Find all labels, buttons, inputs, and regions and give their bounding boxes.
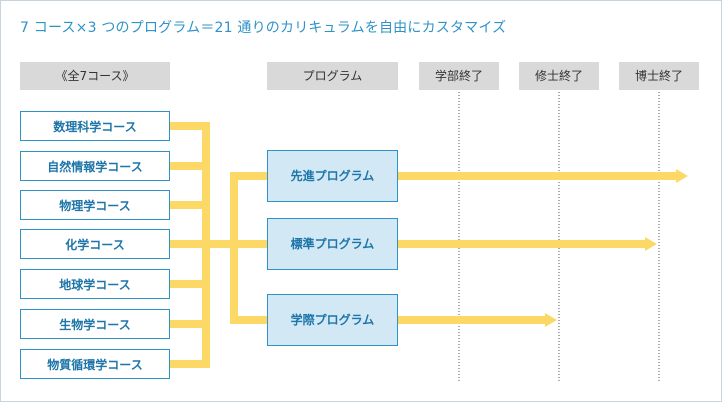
program-box-advanced: 先進プログラム: [267, 150, 398, 202]
arrow-head-standard: [645, 237, 657, 251]
arrow-head-advanced: [676, 169, 688, 183]
program-box-interdisciplinary: 学際プログラム: [267, 294, 398, 346]
arrow-shaft-advanced: [398, 172, 676, 180]
arrow-shaft-standard: [398, 240, 645, 248]
program-connector-1: [230, 172, 267, 180]
header-master: 修士終了: [519, 62, 599, 90]
header-doctor: 博士終了: [619, 62, 699, 90]
course-connector-2: [170, 162, 210, 170]
program-connector-3: [230, 316, 267, 324]
bridge-connector: [202, 240, 238, 248]
course-connector-3: [170, 201, 210, 209]
arrow-shaft-interdisciplinary: [398, 316, 545, 324]
course-connector-5: [170, 280, 210, 288]
header-courses: 《全7コース》: [20, 62, 170, 90]
course-connector-7: [170, 360, 210, 368]
course-connector-6: [170, 320, 210, 328]
diagram-title: 7 コース×3 つのプログラム＝21 通りのカリキュラムを自由にカスタマイズ: [20, 20, 507, 36]
program-connector-2: [230, 240, 267, 248]
course-box: 物質循環学コース: [20, 349, 170, 379]
course-connector-4: [170, 240, 210, 248]
arrow-head-interdisciplinary: [545, 313, 557, 327]
course-box: 地球学コース: [20, 269, 170, 299]
header-program: プログラム: [267, 62, 398, 90]
course-box: 数理科学コース: [20, 111, 170, 141]
course-box: 物理学コース: [20, 190, 170, 220]
course-box: 自然情報学コース: [20, 151, 170, 181]
course-box: 化学コース: [20, 229, 170, 259]
course-connector-1: [170, 122, 210, 130]
header-bachelor: 学部終了: [419, 62, 499, 90]
program-box-standard: 標準プログラム: [267, 218, 398, 270]
course-box: 生物学コース: [20, 309, 170, 339]
